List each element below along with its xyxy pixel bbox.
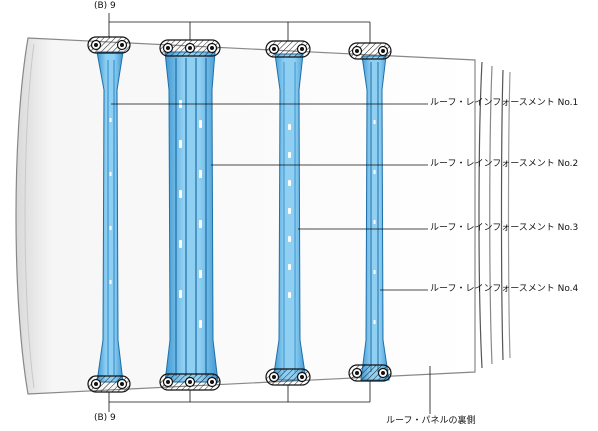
bolt-brackets-bottom bbox=[87, 364, 392, 393]
roof-reinforcement-no3 bbox=[272, 53, 307, 381]
bolt-leaders-top bbox=[108, 13, 371, 43]
reinforcement-no1-label: ルーフ・レインフォースメント No.1 bbox=[430, 98, 579, 108]
bolt-leaders-bottom bbox=[108, 381, 371, 412]
bolt-brackets-top bbox=[87, 36, 392, 60]
bolt-bracket-bottom-no1 bbox=[87, 375, 131, 393]
reinforcement-no3-label: ルーフ・レインフォースメント No.3 bbox=[430, 223, 579, 233]
bolt-bracket-top-no4 bbox=[348, 42, 392, 60]
bolt-ref-bottom-label: (B) 9 bbox=[94, 413, 116, 423]
roof-reinforcement-no4 bbox=[360, 55, 390, 381]
roof-panel-back-label: ルーフ・パネルの裏側 bbox=[386, 416, 476, 426]
bolt-bracket-bottom-no4 bbox=[348, 364, 392, 382]
roof-panel-inner-edge bbox=[24, 43, 35, 389]
reinforcement-no2-label: ルーフ・レインフォースメント No.2 bbox=[430, 159, 579, 169]
bolt-bracket-top-no2 bbox=[159, 39, 221, 57]
bolt-bracket-bottom-no3 bbox=[265, 368, 311, 386]
callout-leaders bbox=[111, 103, 431, 414]
roof-reinforcement-no1 bbox=[96, 51, 124, 383]
bolt-bracket-top-no1 bbox=[87, 36, 131, 54]
bolt-bracket-top-no3 bbox=[265, 40, 311, 58]
roof-panel bbox=[15, 37, 476, 395]
bolt-bracket-bottom-no2 bbox=[159, 373, 221, 391]
bolt-ref-top-label: (B) 9 bbox=[94, 1, 116, 11]
panel-rear-edge bbox=[478, 61, 511, 369]
reinforcement-no4-label: ルーフ・レインフォースメント No.4 bbox=[430, 284, 579, 294]
roof-reinforcement-no2 bbox=[164, 51, 219, 383]
